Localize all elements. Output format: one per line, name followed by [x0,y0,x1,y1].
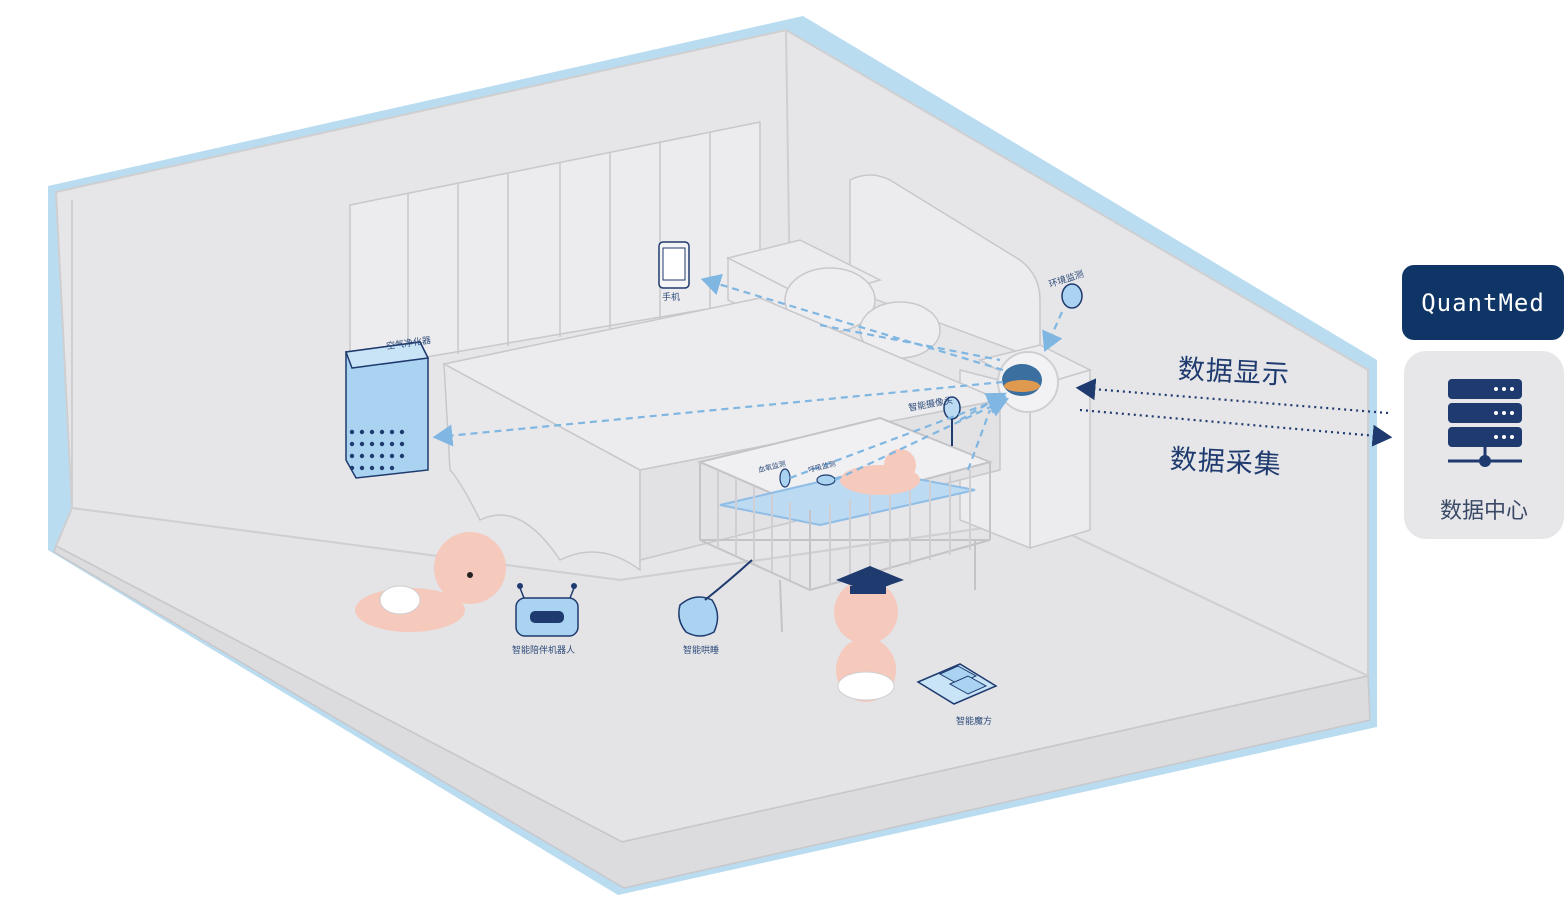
quantmed-logo: QuantMed [1402,265,1564,340]
companion-robot-label: 智能陪伴机器人 [512,646,576,656]
data-collection-label: 数据采集 [1169,444,1283,481]
data-display-label: 数据显示 [1177,354,1291,391]
phone-icon [658,241,690,289]
smart-cube-icon [916,663,998,705]
data-center-panel: 数据中心 [1404,351,1564,539]
air-purifier-icon [344,341,430,479]
server-icon [1448,379,1522,467]
camera-icon [943,396,961,446]
brand-name: QuantMed [1421,288,1545,317]
graduate-baby [834,566,904,702]
data-center-label: 数据中心 [1439,499,1528,524]
device-links [432,273,1064,481]
sleeping-baby [840,449,920,495]
phone-label: 手机 [662,293,681,303]
robot-icon [515,583,579,637]
crawling-baby [355,532,506,632]
side-headboard [849,174,1041,362]
smart-cube-label: 智能魔方 [956,717,993,727]
soother-icon [678,559,753,637]
floor-edge [53,544,1371,889]
sleep-soother-label: 智能哄睡 [683,646,720,656]
smart-hub-icon [997,351,1059,413]
blood-oxygen-icon [779,468,791,488]
respiration-icon [816,474,836,486]
env-monitor-icon [1061,283,1083,309]
